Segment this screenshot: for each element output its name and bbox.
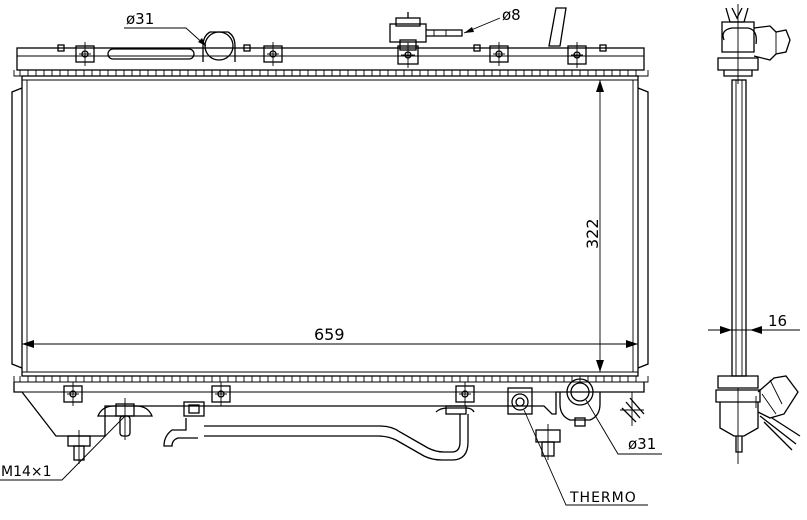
thermo-label: THERMO <box>569 490 637 506</box>
lower-outlet <box>559 378 601 427</box>
core-depth-label: 16 <box>768 312 787 330</box>
outlet-diameter-label: ø31 <box>126 10 154 28</box>
top-bracket <box>75 42 95 66</box>
pipe-diameter-label: ø8 <box>502 6 521 24</box>
radiator-core <box>11 75 649 377</box>
radiator-front-view: ø31 ø8 322 659 M14×1 THERMO ø31 <box>0 6 800 506</box>
top-bracket <box>263 42 283 66</box>
bottom-bracket <box>455 382 475 406</box>
mounting-peg <box>67 430 91 464</box>
dimension-annotations <box>0 17 800 506</box>
core-height-label: 322 <box>583 218 602 249</box>
drain-thread-label: M14×1 <box>1 464 52 480</box>
oil-cooler-pipe <box>163 401 475 461</box>
core-width-label: 659 <box>314 325 345 344</box>
header-crimp-teeth <box>19 376 637 382</box>
header-crimp-teeth <box>19 70 637 76</box>
bottom-bracket <box>63 382 83 406</box>
top-bracket <box>567 42 587 68</box>
top-bracket <box>397 42 419 68</box>
bottom-tank <box>13 376 649 464</box>
mounting-peg <box>535 424 561 460</box>
bottom-bracket <box>211 382 231 406</box>
filler-neck <box>202 31 236 62</box>
drain-plug <box>97 398 153 440</box>
side-bolt <box>620 392 645 426</box>
overflow-pipe <box>389 12 463 51</box>
top-tank <box>13 7 649 77</box>
radiator-side-view <box>715 4 801 464</box>
thermo-sensor <box>507 387 533 415</box>
inlet-diameter-label: ø31 <box>628 435 656 453</box>
top-bracket <box>489 42 509 66</box>
